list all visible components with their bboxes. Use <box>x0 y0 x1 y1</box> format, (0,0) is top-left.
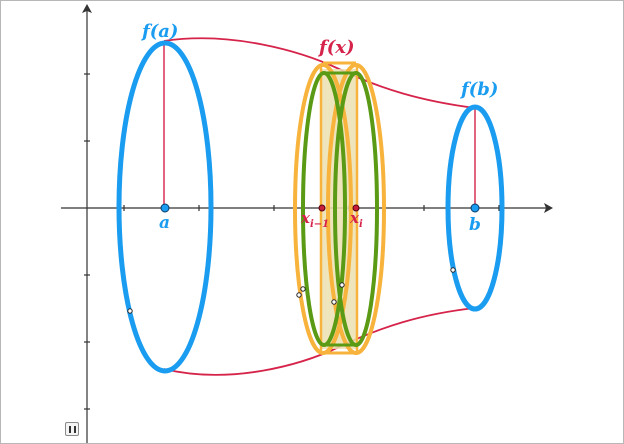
label-f-b: f(b) <box>459 79 498 100</box>
point-x-i-minus-1[interactable] <box>318 204 326 212</box>
y-axis-arrow-icon <box>82 4 92 13</box>
label-f-x: f(x) <box>317 37 355 58</box>
disk-b <box>445 104 505 312</box>
label-f-a: f(a) <box>140 21 178 42</box>
label-x-i-minus-1: xi−1 <box>300 209 329 230</box>
label-x-i-minus-1-base: x <box>300 209 311 227</box>
label-x-i-sub: i <box>359 219 363 230</box>
point-b[interactable] <box>470 203 480 213</box>
label-x-i-minus-1-sub: i−1 <box>310 219 329 230</box>
y-axis <box>84 9 90 443</box>
point-a[interactable] <box>160 203 170 213</box>
label-b: b <box>469 215 481 235</box>
label-a: a <box>159 213 170 233</box>
slab-green <box>301 71 379 347</box>
x-axis-arrow-icon <box>544 203 553 213</box>
hollow-markers <box>127 267 456 314</box>
label-x-i-base: x <box>349 209 360 227</box>
label-x-i: xi <box>349 209 363 230</box>
pause-button[interactable] <box>65 422 79 436</box>
curve-f-top <box>163 37 476 109</box>
disk-a <box>116 40 214 374</box>
point-x-i[interactable] <box>352 204 360 212</box>
